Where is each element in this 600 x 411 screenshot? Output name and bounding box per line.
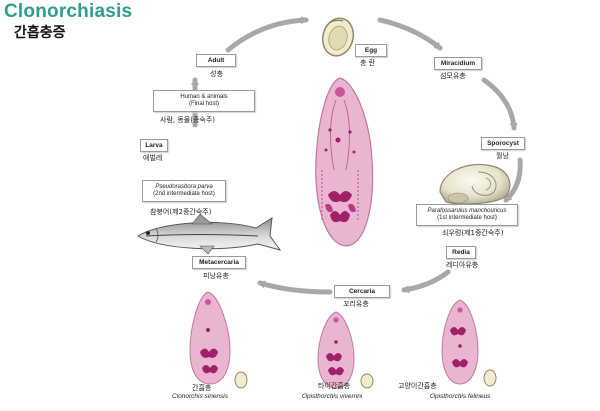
species-1-ko: 간흡충 (192, 384, 212, 392)
species-2-ko: 타이간흡충 (318, 382, 351, 390)
label-miracidium: Miracidium (434, 57, 482, 70)
species-1-latin: Clonorchis sinensis (172, 393, 228, 400)
fish-illustration (137, 213, 282, 255)
label-sporocyst-ko: 월낭 (496, 152, 509, 160)
species-egg-3 (483, 369, 497, 387)
species-3-latin: Opisthorchis felineus (430, 393, 491, 400)
adult-worm-illustration (315, 77, 374, 247)
arrow-miracidium-to-sporocyst (481, 77, 518, 131)
label-redia-ko: 레디아유충 (446, 261, 479, 269)
label-final-host: Human & animals (Final host) (153, 90, 255, 112)
label-first-host-ko: 쇠우렁(제1중간숙주) (442, 229, 504, 237)
label-metacercaria: Metacercaria (192, 256, 246, 269)
egg-illustration (321, 17, 355, 57)
arrow-sporocyst-to-snail (503, 157, 523, 203)
species-2-latin: Opisthorchis viverrini (302, 393, 363, 400)
snail-illustration (439, 163, 511, 205)
label-redia: Redia (446, 246, 476, 259)
first-host-latin: Parafossarulus manchouricus (427, 207, 507, 214)
first-host-role: (1st intermediate host) (437, 215, 497, 221)
label-cercaria-ko: 꼬리유충 (343, 300, 369, 308)
arrow-redia-to-cercaria (401, 269, 451, 294)
arrow-adult-to-egg (225, 16, 309, 53)
arrow-cercaria-to-metacercaria (257, 280, 333, 295)
arrow-egg-to-miracidium (377, 17, 443, 51)
label-cercaria: Cercaria (334, 285, 390, 298)
label-second-host-ko: 참붕어(제2중간숙주) (150, 208, 212, 216)
second-host-latin: Pseudorasbora parva (155, 183, 213, 190)
species-worm-3 (441, 299, 479, 385)
final-host-role: (Final host) (188, 101, 219, 107)
label-first-host: Parafossarulus manchouricus (1st interme… (416, 204, 518, 226)
species-egg-1 (234, 371, 248, 389)
label-larva: Larva (140, 139, 168, 152)
label-final-host-ko: 사람, 동물(종숙주) (160, 116, 215, 124)
page-title: Clonorchiasis (4, 1, 133, 22)
species-egg-2 (360, 373, 374, 389)
species-worm-2 (317, 311, 355, 389)
label-larva-ko: 애벌레 (143, 154, 163, 162)
label-adult-ko: 성충 (210, 70, 223, 78)
label-sporocyst: Sporocyst (481, 137, 525, 150)
page-subtitle: 간흡충증 (14, 25, 66, 41)
label-metacercaria-ko: 피낭유충 (203, 272, 229, 280)
species-worm-1 (189, 291, 231, 385)
label-second-host: Pseudorasbora parva (2nd intermediate ho… (142, 180, 226, 202)
label-egg-ko: 충 란 (360, 59, 376, 67)
label-egg: Egg (355, 44, 387, 57)
final-host-name: Human & animals (180, 93, 228, 100)
second-host-role: (2nd intermediate host) (153, 191, 215, 197)
label-miracidium-ko: 섬모유충 (440, 72, 466, 80)
species-3-ko: 고양이간흡충 (398, 382, 437, 390)
label-adult: Adult (196, 54, 236, 67)
